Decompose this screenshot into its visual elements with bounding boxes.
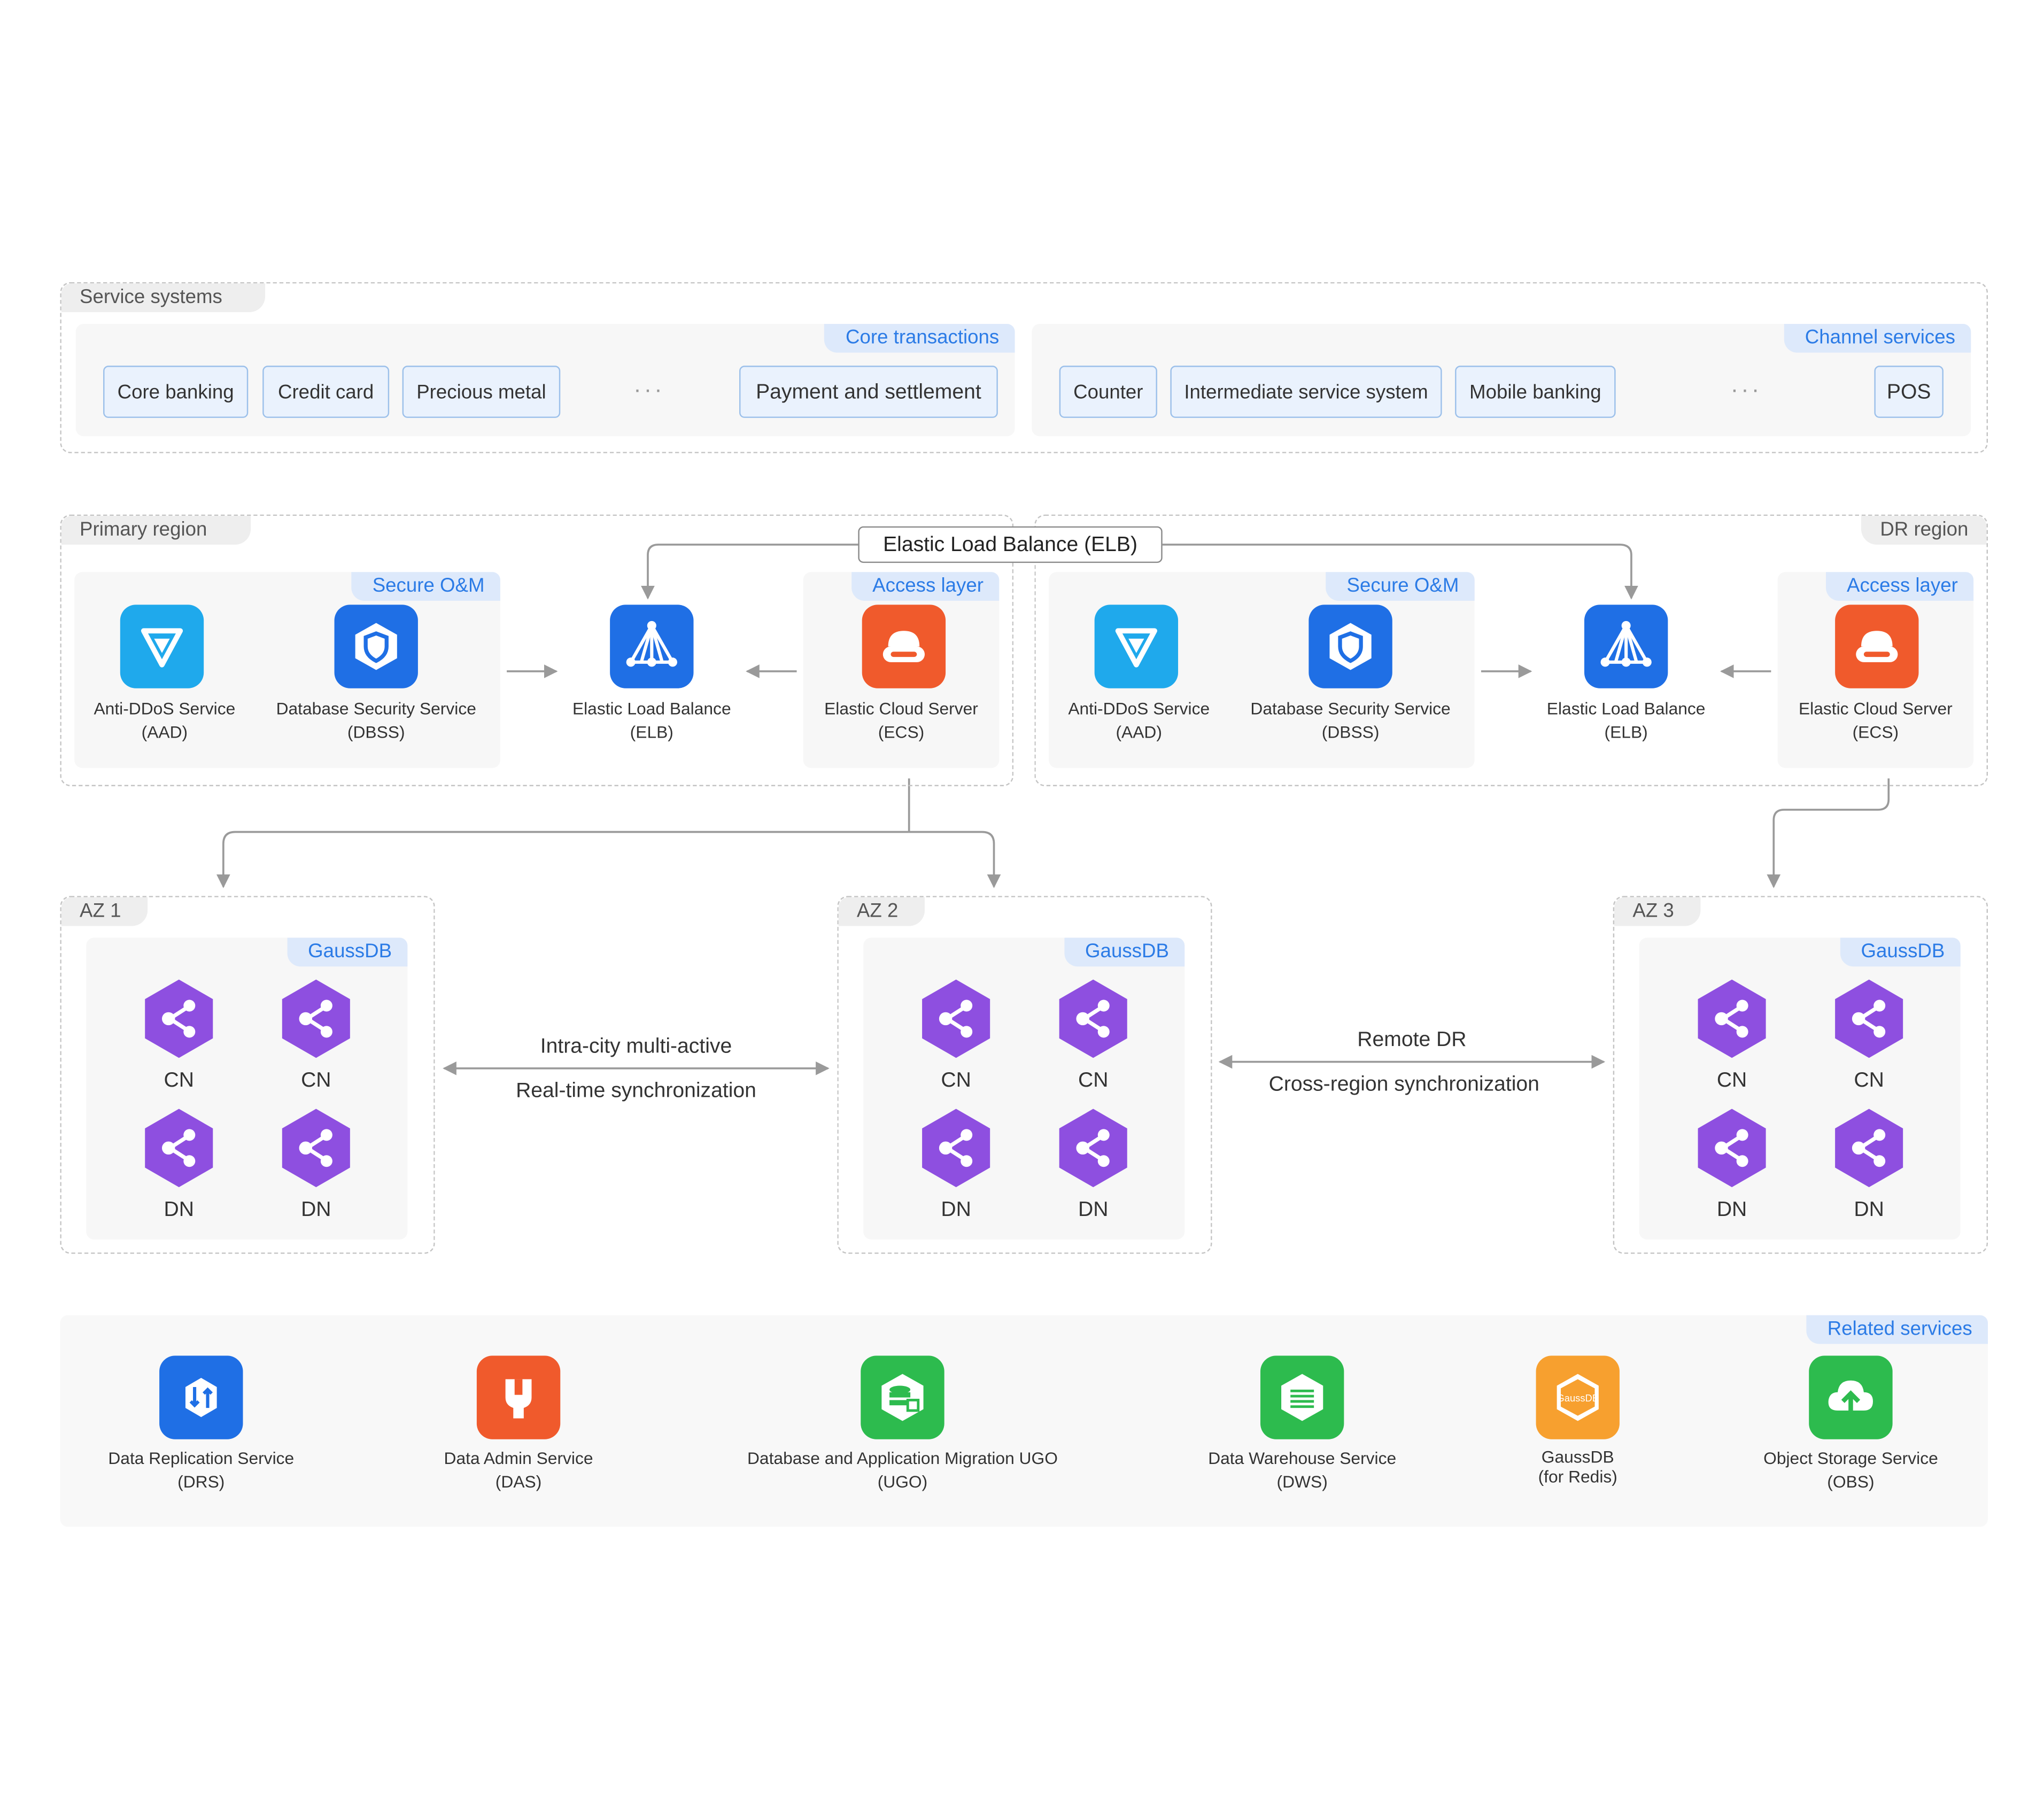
remote-dr-label: Remote DR (1357, 1029, 1467, 1052)
svg-text:GaussDB: GaussDB (1557, 1392, 1599, 1404)
elb-top-box: Elastic Load Balance (ELB) (858, 526, 1163, 563)
channel-ellipsis: ··· (1730, 376, 1762, 402)
node-label: CN (1854, 1070, 1884, 1092)
mobile-banking-box: Mobile banking (1455, 366, 1616, 418)
az-frame: AZ 1 (60, 896, 435, 1254)
load-balance-icon (1584, 605, 1668, 688)
node-label: CN (941, 1070, 971, 1092)
ugo-icon (861, 1355, 944, 1439)
node-label: CN (164, 1070, 194, 1092)
gaussdb-tag: GaussDB (287, 938, 408, 967)
gaussdb-node-icon (141, 1107, 217, 1188)
das-icon (476, 1355, 561, 1439)
node-label: DN (1854, 1199, 1884, 1221)
node-label: DN (1716, 1199, 1747, 1221)
service-systems-title: Service systems (61, 283, 266, 312)
load-balance-icon (610, 605, 694, 688)
related-service-label: Database and Application Migration UGO(U… (747, 1448, 1058, 1492)
primary-aad-label: Anti-DDoS Service(AAD) (94, 699, 236, 742)
credit-card-box: Credit card (262, 366, 390, 418)
cross-region-sync-label: Cross-region synchronization (1268, 1073, 1539, 1096)
gaussdb-node-icon (918, 1107, 994, 1188)
node-label: CN (1078, 1070, 1109, 1092)
dr-secure-tag: Secure O&M (1326, 572, 1475, 601)
dr-access-tag: Access layer (1825, 572, 1974, 601)
gaussdb-node-icon (1831, 1107, 1907, 1188)
dr-ecs-label: Elastic Cloud Server(ECS) (1798, 699, 1953, 742)
node-label: DN (164, 1199, 194, 1221)
az-title: AZ 3 (1614, 897, 1700, 926)
related-service-label: GaussDB(for Redis) (1538, 1447, 1617, 1486)
gaussdb-redis-icon: GaussDB (1536, 1355, 1620, 1439)
drs-icon (159, 1355, 243, 1439)
gaussdb-node-icon (278, 1107, 354, 1188)
primary-access-panel: Access layer (803, 572, 1000, 768)
related-service-label: Data Replication Service(DRS) (108, 1448, 295, 1492)
gaussdb-tag: GaussDB (1064, 938, 1185, 967)
service-systems-frame: Service systems (60, 282, 1988, 453)
node-label: DN (1078, 1199, 1109, 1221)
az-frame: AZ 3 (1613, 896, 1988, 1254)
primary-region-frame: Primary region (60, 514, 1014, 786)
node-label: DN (301, 1199, 331, 1221)
related-services-panel: Related services (60, 1315, 1988, 1527)
primary-ecs-label: Elastic Cloud Server(ECS) (824, 699, 978, 742)
cloud-server-icon (862, 605, 946, 688)
intra-city-label: Intra-city multi-active (540, 1035, 732, 1058)
counter-box: Counter (1059, 366, 1157, 418)
az-title: AZ 2 (838, 897, 925, 926)
primary-region-title: Primary region (61, 516, 251, 545)
gaussdb-node-icon (1055, 1107, 1131, 1188)
az-frame: AZ 2 (837, 896, 1212, 1254)
az-title: AZ 1 (61, 897, 148, 926)
core-transactions-tag: Core transactions (824, 323, 1015, 353)
primary-elb-label: Elastic Load Balance(ELB) (572, 699, 731, 742)
gaussdb-node-icon (1831, 978, 1907, 1059)
related-services-tag: Related services (1806, 1315, 1988, 1344)
gaussdb-panel: GaussDB (863, 938, 1185, 1240)
primary-access-tag: Access layer (851, 572, 1000, 601)
core-banking-box: Core banking (103, 366, 249, 418)
dr-elb-label: Elastic Load Balance(ELB) (1546, 699, 1706, 742)
gaussdb-node-icon (1694, 1107, 1770, 1188)
related-service-label: Object Storage Service(OBS) (1763, 1448, 1938, 1492)
obs-icon (1809, 1355, 1893, 1439)
payment-settlement-box: Payment and settlement (739, 366, 998, 418)
related-service-label: Data Warehouse Service(DWS) (1208, 1448, 1397, 1492)
gaussdb-tag: GaussDB (1840, 938, 1961, 967)
gaussdb-node-icon (1055, 978, 1131, 1059)
pos-box: POS (1874, 366, 1944, 418)
node-label: CN (301, 1070, 331, 1092)
dr-region-frame: DR region (1034, 514, 1988, 786)
node-label: DN (941, 1199, 971, 1221)
gaussdb-panel: GaussDB (86, 938, 408, 1240)
dws-icon (1260, 1355, 1344, 1439)
dr-region-title: DR region (1862, 516, 1987, 545)
intermediate-service-box: Intermediate service system (1170, 366, 1442, 418)
gaussdb-node-icon (141, 978, 217, 1059)
gaussdb-node-icon (918, 978, 994, 1059)
shield-icon (1094, 605, 1179, 688)
dr-aad-label: Anti-DDoS Service(AAD) (1068, 699, 1210, 742)
related-service-label: Data Admin Service(DAS) (444, 1448, 593, 1492)
primary-secure-tag: Secure O&M (351, 572, 500, 601)
core-ellipsis: ··· (633, 376, 665, 402)
shield-icon (120, 605, 204, 688)
gaussdb-node-icon (278, 978, 354, 1059)
realtime-sync-label: Real-time synchronization (516, 1080, 756, 1103)
cloud-server-icon (1835, 605, 1919, 688)
precious-metal-box: Precious metal (402, 366, 561, 418)
gaussdb-node-icon (1694, 978, 1770, 1059)
primary-dbss-label: Database Security Service(DBSS) (276, 699, 476, 742)
security-shield-icon (334, 605, 418, 688)
channel-services-tag: Channel services (1784, 323, 1971, 353)
dr-dbss-label: Database Security Service(DBSS) (1250, 699, 1451, 742)
security-shield-icon (1309, 605, 1392, 688)
node-label: CN (1716, 1070, 1747, 1092)
gaussdb-panel: GaussDB (1639, 938, 1961, 1240)
